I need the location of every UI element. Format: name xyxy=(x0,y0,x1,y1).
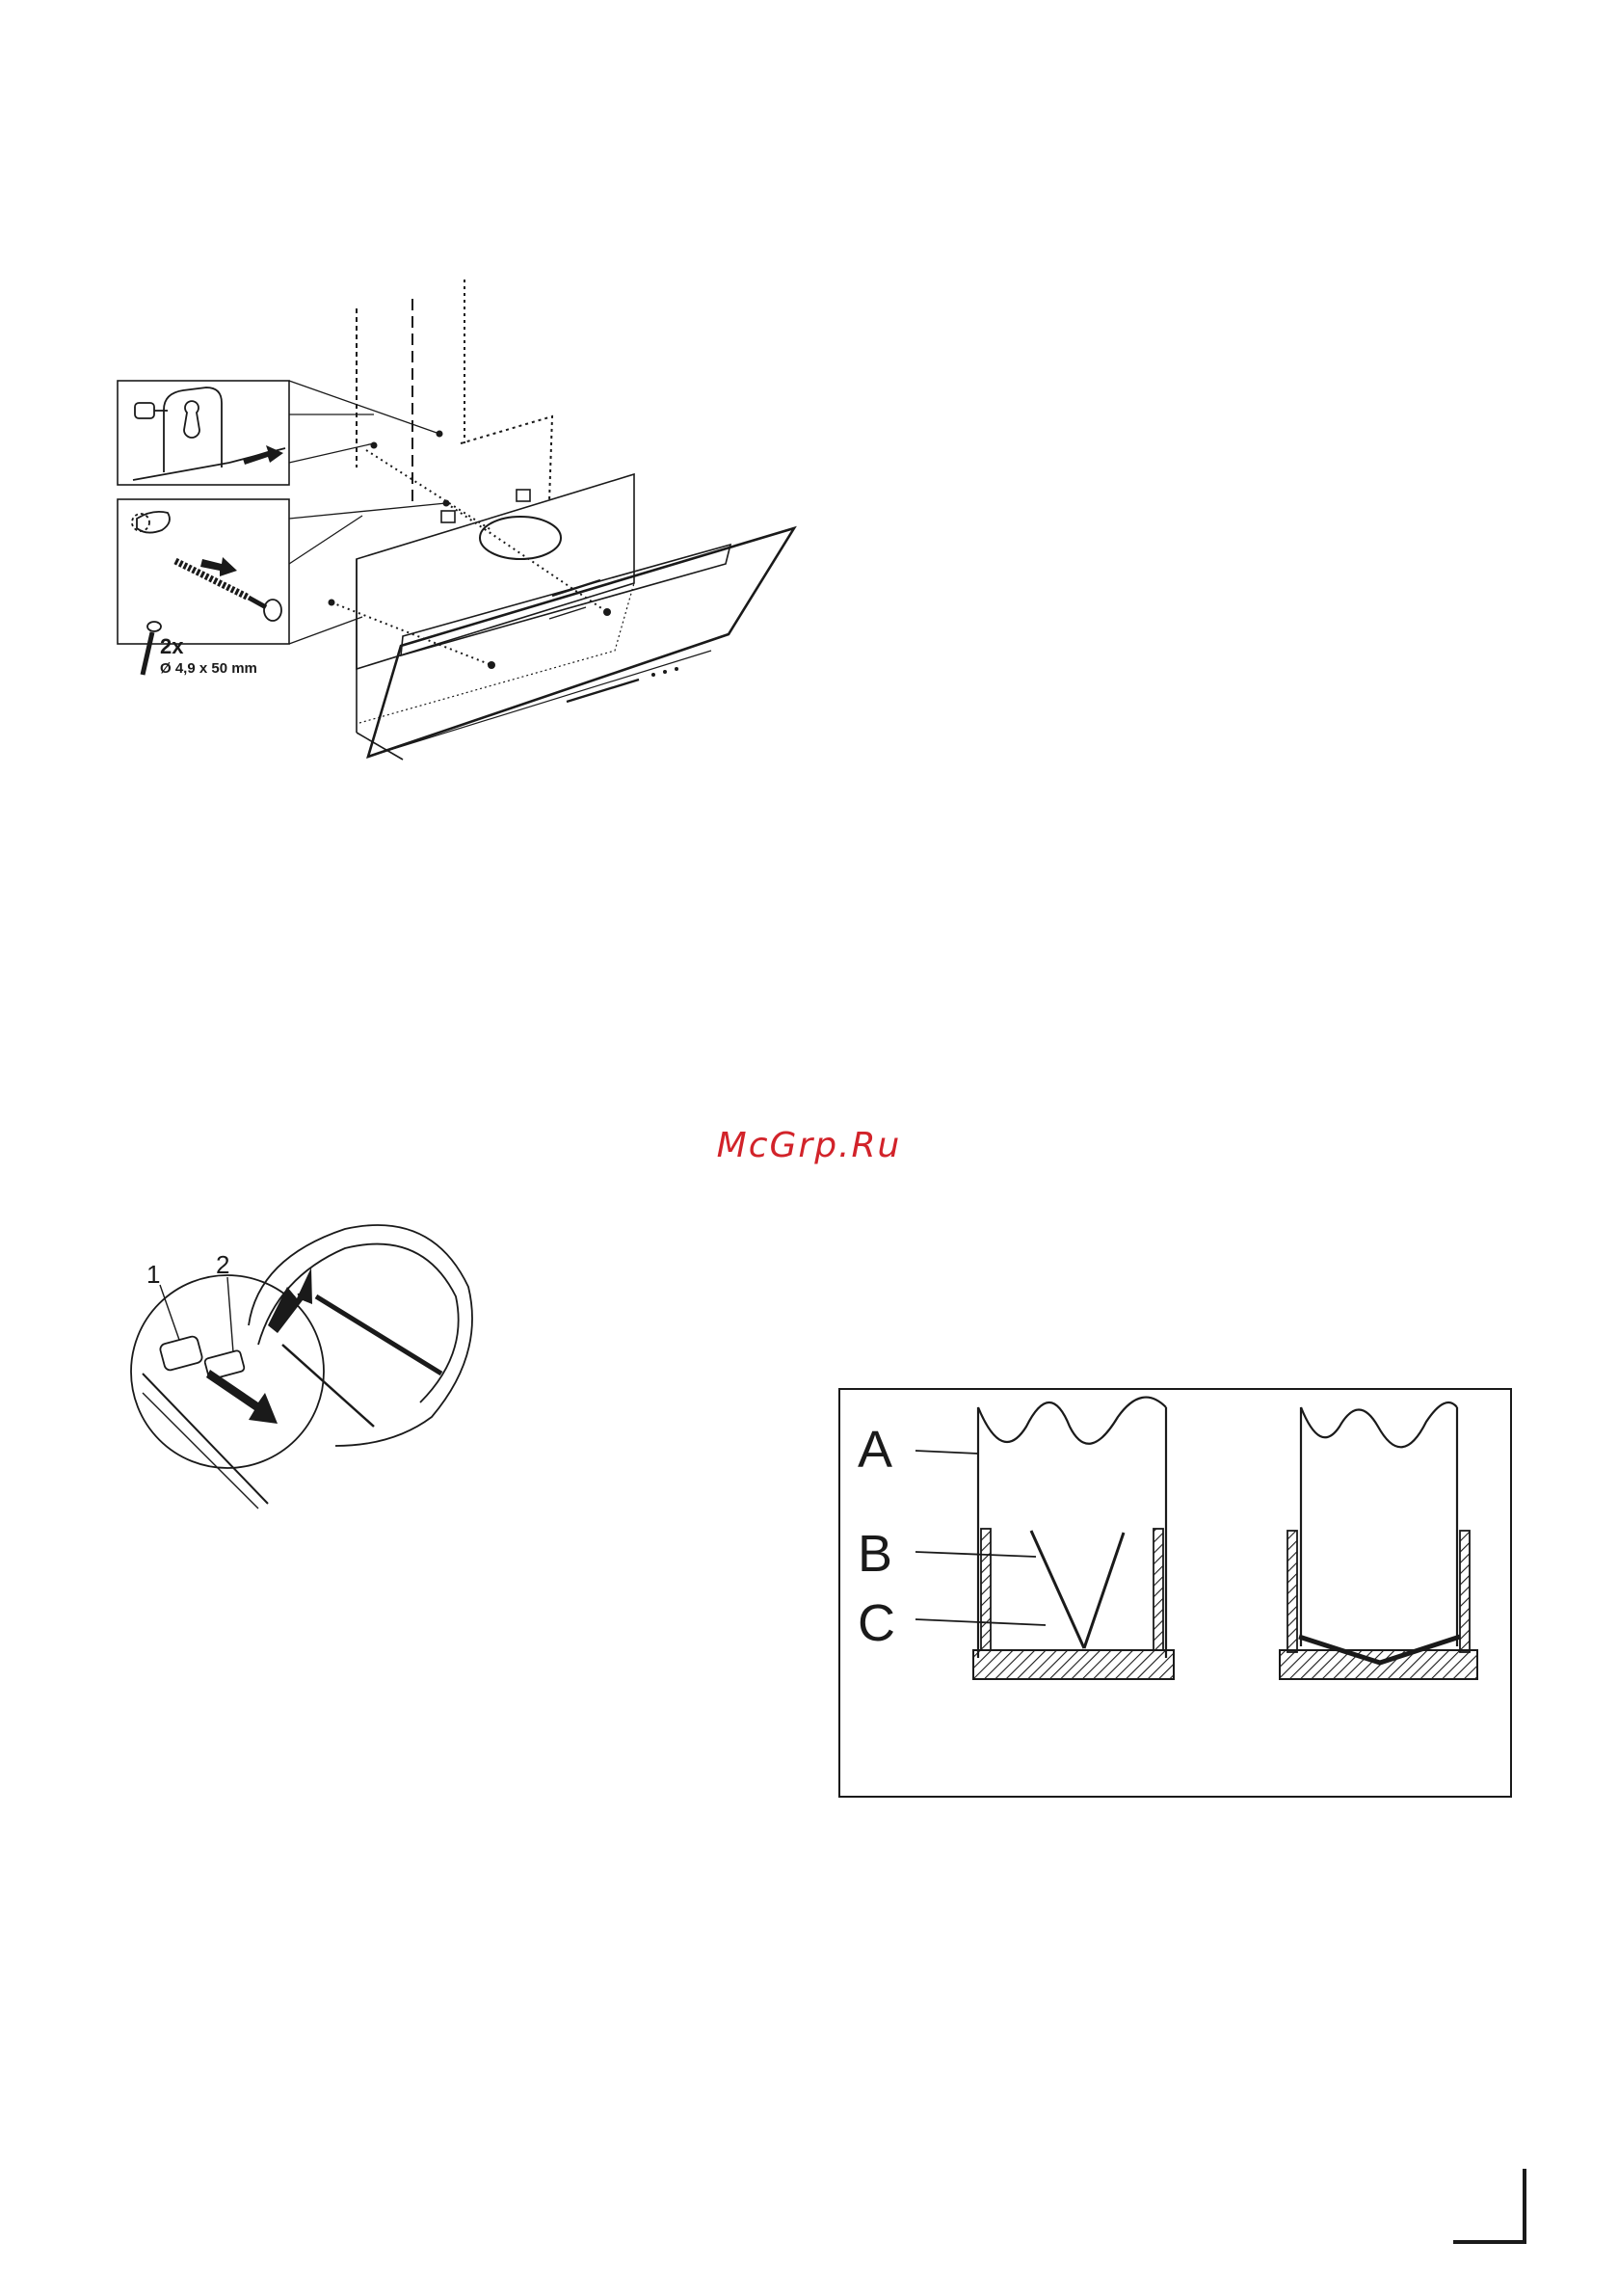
dowel-screw-icon xyxy=(132,512,281,675)
page-corner-mark xyxy=(1446,2159,1532,2256)
filter-figure: A B C xyxy=(838,1388,1513,1799)
mounting-figure: 2x Ø 4,9 x 50 mm xyxy=(114,270,808,771)
callout-2: 2 xyxy=(216,1250,229,1279)
fan-clip-figure: 1 2 xyxy=(114,1210,518,1518)
arrow-icon xyxy=(243,445,283,465)
arrow-icon xyxy=(200,557,237,576)
callout-1: 1 xyxy=(146,1260,160,1289)
watermark: McGrp.Ru xyxy=(0,1126,1618,1165)
label-b: B xyxy=(858,1525,892,1583)
screw-count: 2x xyxy=(160,634,184,658)
keyhole-screw-icon xyxy=(133,387,285,480)
screw-size: Ø 4,9 x 50 mm xyxy=(160,660,257,677)
label-c: C xyxy=(858,1594,895,1652)
figure-frame xyxy=(839,1389,1511,1797)
label-a: A xyxy=(858,1421,892,1479)
arrow-icon xyxy=(206,1370,278,1424)
arrow-icon xyxy=(268,1268,312,1333)
